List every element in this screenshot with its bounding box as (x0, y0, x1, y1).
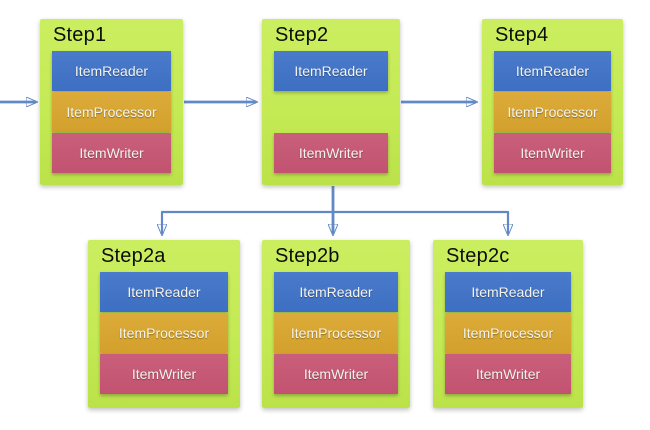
step-box-step2c: Step2c ItemReader ItemProcessor ItemWrit… (433, 240, 583, 408)
item-writer-bar: ItemWriter (274, 354, 398, 394)
item-processor-bar: ItemProcessor (52, 92, 171, 132)
step-title: Step1 (53, 23, 107, 46)
item-processor-bar: ItemProcessor (100, 313, 228, 353)
item-writer-bar: ItemWriter (100, 354, 228, 394)
item-reader-bar: ItemReader (445, 272, 571, 312)
item-writer-bar: ItemWriter (52, 133, 171, 173)
item-writer-bar: ItemWriter (494, 133, 611, 173)
step-title: Step2a (101, 244, 166, 267)
item-reader-bar: ItemReader (100, 272, 228, 312)
item-reader-bar: ItemReader (494, 51, 611, 91)
step-box-step2a: Step2a ItemReader ItemProcessor ItemWrit… (88, 240, 240, 408)
item-reader-bar: ItemReader (274, 272, 398, 312)
step-box-step2: Step2 ItemReader ItemWriter (262, 19, 400, 185)
item-writer-bar: ItemWriter (445, 354, 571, 394)
processor-gap (274, 92, 388, 132)
item-reader-bar: ItemReader (274, 51, 388, 91)
item-processor-bar: ItemProcessor (445, 313, 571, 353)
step-title: Step4 (495, 23, 549, 46)
step-box-step2b: Step2b ItemReader ItemProcessor ItemWrit… (262, 240, 410, 408)
item-processor-bar: ItemProcessor (494, 92, 611, 132)
item-reader-bar: ItemReader (52, 51, 171, 91)
step-box-step1: Step1 ItemReader ItemProcessor ItemWrite… (40, 19, 183, 185)
flow-branch-to-step2a (162, 210, 333, 234)
step-title: Step2b (275, 244, 340, 267)
item-writer-bar: ItemWriter (274, 133, 388, 173)
item-processor-bar: ItemProcessor (274, 313, 398, 353)
step-box-step4: Step4 ItemReader ItemProcessor ItemWrite… (482, 19, 623, 185)
step-title: Step2 (275, 23, 329, 46)
flow-branch-to-step2c (333, 210, 508, 234)
step-title: Step2c (446, 244, 510, 267)
